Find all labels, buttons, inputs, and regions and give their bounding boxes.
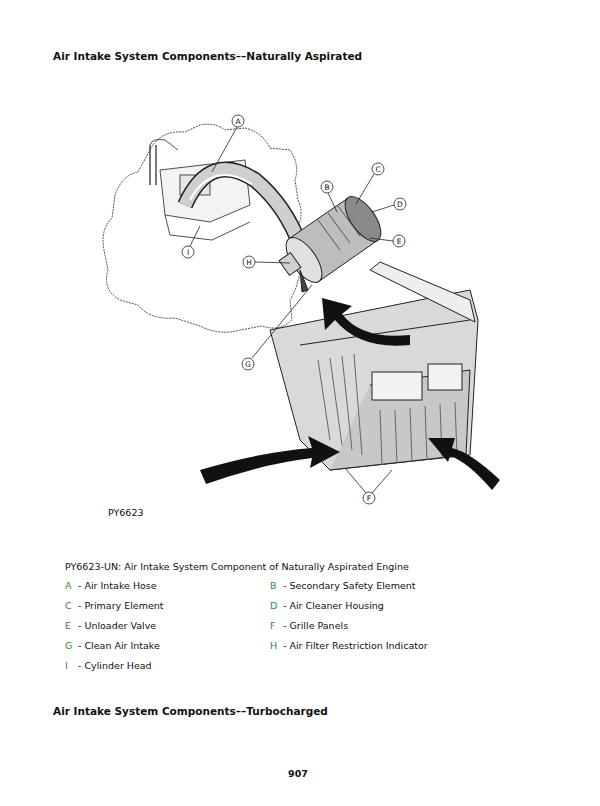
key-letter: B bbox=[270, 580, 277, 591]
key-description: - Air Filter Restriction Indicator bbox=[283, 640, 428, 651]
key-letter: G bbox=[65, 640, 72, 651]
key-description: - Air Intake Hose bbox=[78, 580, 157, 591]
callout-letter: I bbox=[187, 248, 189, 257]
key-description: - Secondary Safety Element bbox=[283, 580, 416, 591]
callout-letter: C bbox=[375, 165, 380, 174]
key-description: - Clean Air Intake bbox=[78, 640, 160, 651]
figure-id: PY6623 bbox=[108, 507, 144, 518]
key-description: - Unloader Valve bbox=[78, 620, 156, 631]
callout-letter: A bbox=[235, 117, 240, 126]
page-heading: Air Intake System Components––Naturally … bbox=[53, 50, 362, 63]
callout-letter: D bbox=[397, 200, 403, 209]
callout-letter: F bbox=[367, 494, 371, 503]
key-letter: C bbox=[65, 600, 72, 611]
callout-letter: H bbox=[246, 258, 252, 267]
page-number: 907 bbox=[288, 768, 308, 779]
key-letter: E bbox=[65, 620, 71, 631]
callout-circles bbox=[182, 115, 406, 504]
air-cleaner-housing bbox=[279, 191, 388, 292]
key-letter: F bbox=[270, 620, 275, 631]
key-letter: H bbox=[270, 640, 277, 651]
callout-letter: G bbox=[245, 360, 251, 369]
callout-letter: E bbox=[397, 237, 402, 246]
leader-lines bbox=[190, 127, 394, 493]
engine-outline bbox=[103, 124, 301, 332]
key-description: - Cylinder Head bbox=[78, 660, 152, 671]
key-description: - Grille Panels bbox=[283, 620, 348, 631]
callout-letter: B bbox=[324, 183, 329, 192]
figure-caption: PY6623-UN: Air Intake System Component o… bbox=[65, 561, 409, 572]
key-description: - Primary Element bbox=[78, 600, 164, 611]
key-letter: A bbox=[65, 580, 72, 591]
air-intake-hose bbox=[185, 169, 300, 245]
airflow-arrows bbox=[200, 298, 500, 490]
key-letter: D bbox=[270, 600, 277, 611]
key-description: - Air Cleaner Housing bbox=[283, 600, 384, 611]
key-letter: I bbox=[65, 660, 68, 671]
section-heading: Air Intake System Components––Turbocharg… bbox=[53, 705, 328, 718]
